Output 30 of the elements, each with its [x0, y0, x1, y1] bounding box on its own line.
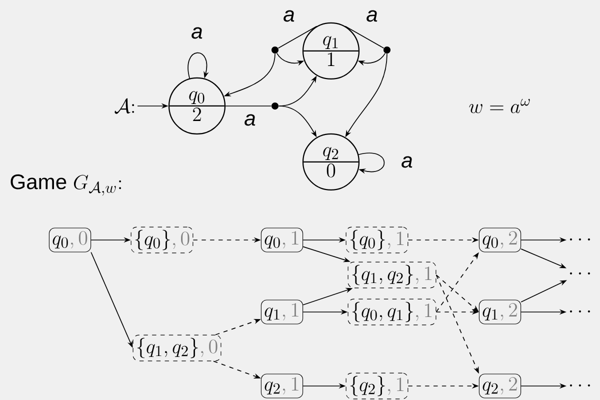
edge-label: a	[282, 8, 296, 24]
ellipsis: $\cdots$	[570, 238, 590, 240]
game-position-box: $q_0\textcolor{gray}{,1}$	[260, 228, 304, 252]
game-choice-box: $\{q_0\}\textcolor{gray}{,0}$	[130, 226, 194, 254]
edge-label: a	[190, 26, 204, 40]
ellipsis: $\cdots$	[570, 310, 590, 312]
game-title: $\textrm{Game }G_{\mathcal{A},w}\colon$	[10, 174, 122, 196]
hyperedge-dot	[272, 46, 279, 54]
ellipsis: $\cdots$	[570, 384, 590, 386]
game-position-box: $q_2\textcolor{gray}{,2}$	[478, 374, 522, 398]
arrow	[188, 52, 209, 79]
game-choice-box: $\{q_1,q_2\}\textcolor{gray}{,0}$	[132, 334, 222, 362]
game-choice-box: $\{q_0,q_1\}\textcolor{gray}{,1}$	[348, 298, 436, 326]
edge-label: a	[364, 8, 380, 24]
game-choice-box: $\{q_1,q_2\}\textcolor{gray}{,1}$	[348, 262, 436, 288]
game-position-box: $q_0\textcolor{gray}{,0}$	[48, 228, 92, 252]
arrow	[358, 152, 385, 174]
game-position-box: $q_2\textcolor{gray}{,1}$	[260, 374, 304, 398]
edge-label: a	[400, 154, 414, 170]
game-position-box: $q_0\textcolor{gray}{,2}$	[478, 228, 522, 252]
game-position-box: $q_1\textcolor{gray}{,2}$	[478, 300, 522, 324]
edge-label: a	[242, 112, 258, 128]
game-position-box: $q_1\textcolor{gray}{,1}$	[260, 300, 304, 324]
hyperedge-dot	[272, 102, 279, 110]
game-choice-box: $\{q_2\}\textcolor{gray}{,1}$	[346, 372, 408, 400]
game-choice-box: $\{q_0\}\textcolor{gray}{,1}$	[346, 226, 408, 254]
automaton-name: $\mathcal{A}\colon$	[114, 98, 134, 114]
word-formula: $w = a^\omega$	[469, 98, 530, 114]
ellipsis: $\cdots$	[570, 272, 590, 274]
hyperedge-dot	[383, 46, 391, 54]
